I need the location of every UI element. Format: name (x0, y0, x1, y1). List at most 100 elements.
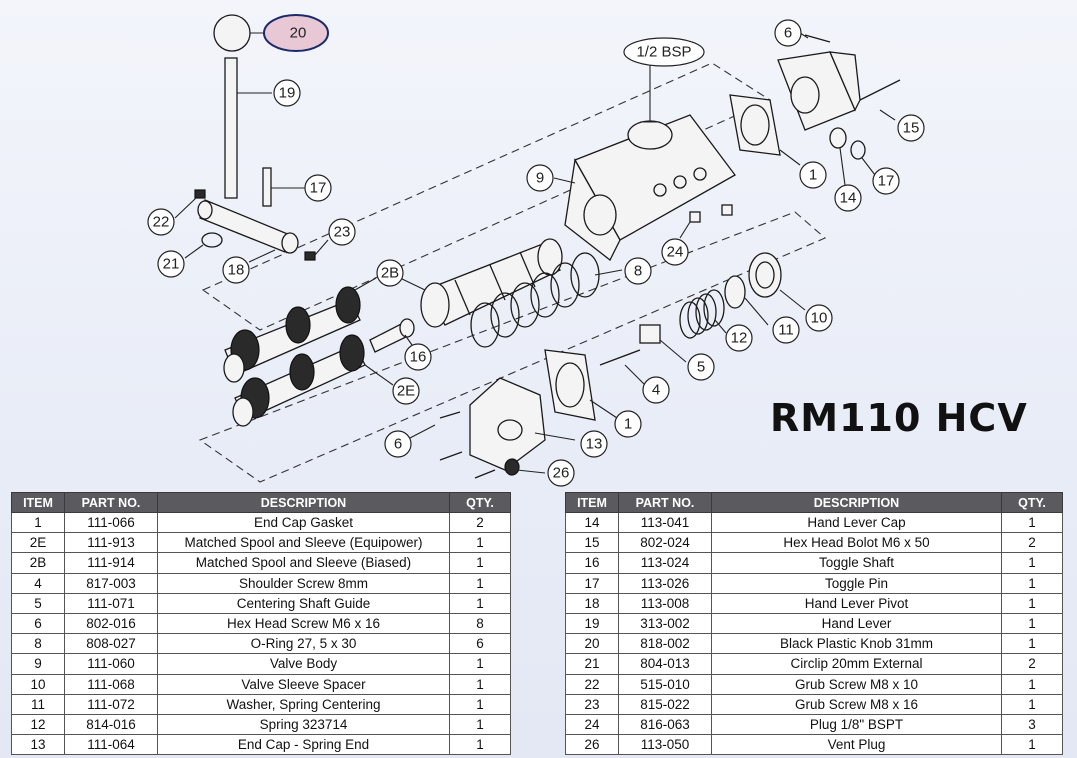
cell-qty: 1 (449, 552, 511, 574)
cell-qty: 1 (449, 572, 511, 594)
exploded-view-diagram: 20 19 17 22 23 21 18 2B 16 2E 6 13 26 1 … (147, 14, 925, 487)
cell-item: 6 (11, 612, 65, 635)
svg-text:2B: 2B (381, 265, 399, 282)
cell-part-no: 804-013 (618, 653, 712, 675)
cell-part-no: 802-016 (64, 612, 158, 635)
table-header-row: ITEM PART NO. DESCRIPTION QTY. (11, 492, 511, 513)
svg-text:8: 8 (634, 263, 642, 280)
svg-text:5: 5 (697, 359, 705, 376)
svg-text:2E: 2E (397, 383, 415, 400)
callout-20 (263, 14, 329, 52)
callout-20-label: 20 (290, 25, 307, 42)
svg-text:11: 11 (778, 322, 794, 339)
svg-text:21: 21 (163, 256, 180, 273)
hex-screws-part (439, 411, 496, 479)
svg-text:14: 14 (840, 190, 857, 207)
callout-4: 4 (642, 376, 670, 404)
svg-text:17: 17 (878, 173, 895, 190)
svg-text:6: 6 (784, 25, 792, 42)
cell-qty: 1 (449, 592, 511, 614)
cell-description: Centering Shaft Guide (157, 592, 450, 614)
cell-qty: 1 (1001, 673, 1063, 695)
cell-description: Toggle Shaft (711, 552, 1002, 574)
cell-description: Matched Spool and Sleeve (Equipower) (157, 532, 450, 554)
spring-part (679, 289, 725, 339)
cell-item: 2B (11, 552, 65, 574)
cell-part-no: 111-071 (64, 592, 158, 614)
cell-description: Valve Sleeve Spacer (157, 673, 450, 695)
cell-item: 23 (565, 693, 619, 715)
callout-12: 12 (725, 324, 753, 352)
svg-text:10: 10 (811, 310, 828, 327)
cell-qty: 3 (1001, 713, 1063, 736)
cell-qty: 1 (1001, 734, 1063, 756)
cell-qty: 1 (449, 653, 511, 675)
cell-item: 2E (11, 532, 65, 554)
cell-qty: 1 (449, 734, 511, 756)
vent-plug-part (504, 458, 520, 476)
header-part-no: PART NO. (64, 492, 158, 513)
cell-description: O-Ring 27, 5 x 30 (157, 633, 450, 655)
cell-part-no: 816-063 (618, 713, 712, 736)
cell-description: Toggle Pin (711, 572, 1002, 594)
svg-text:13: 13 (586, 436, 603, 453)
valve-body-part (564, 114, 736, 261)
header-item: ITEM (565, 492, 619, 513)
cell-part-no: 515-010 (618, 673, 712, 695)
callout-1-bottom: 1 (614, 410, 642, 438)
cell-qty: 1 (449, 673, 511, 695)
svg-text:15: 15 (903, 120, 920, 137)
cell-item: 17 (565, 572, 619, 594)
cell-item: 12 (11, 713, 65, 736)
header-description: DESCRIPTION (157, 492, 450, 513)
cell-part-no: 111-064 (64, 734, 158, 756)
callout-17-ring: 17 (872, 167, 900, 195)
cell-item: 18 (565, 592, 619, 614)
callout-24: 24 (661, 238, 689, 266)
spool-biased-part (223, 286, 361, 383)
cell-qty: 1 (1001, 633, 1063, 655)
header-part-no: PART NO. (618, 492, 712, 513)
cell-part-no: 113-041 (618, 511, 712, 534)
o-rings-part (470, 252, 600, 348)
cell-description: Hand Lever Pivot (711, 592, 1002, 614)
header-qty: QTY. (1001, 492, 1063, 513)
header-item: ITEM (11, 492, 65, 513)
plug-part-2 (721, 204, 733, 216)
shaft-guide-part (639, 324, 661, 344)
svg-text:23: 23 (334, 224, 351, 241)
cell-item: 11 (11, 693, 65, 715)
cell-part-no: 111-060 (64, 653, 158, 675)
cell-part-no: 814-016 (64, 713, 158, 736)
cell-part-no: 113-050 (618, 734, 712, 756)
cell-item: 10 (11, 673, 65, 695)
cell-part-no: 113-024 (618, 552, 712, 574)
svg-text:12: 12 (731, 330, 748, 347)
callout-8: 8 (624, 257, 652, 285)
cell-item: 8 (11, 633, 65, 655)
cell-item: 9 (11, 653, 65, 675)
svg-text:26: 26 (553, 465, 570, 482)
cell-description: Black Plastic Knob 31mm (711, 633, 1002, 655)
cell-description: Circlip 20mm External (711, 653, 1002, 675)
cell-part-no: 817-003 (64, 572, 158, 594)
cell-description: Hand Lever (711, 612, 1002, 635)
cell-qty: 2 (1001, 653, 1063, 675)
cell-description: Washer, Spring Centering (157, 693, 450, 715)
callout-17-pin: 17 (304, 174, 332, 202)
cell-item: 24 (565, 713, 619, 736)
cell-description: Hand Lever Cap (711, 511, 1002, 534)
cell-description: Valve Body (157, 653, 450, 675)
cell-description: Shoulder Screw 8mm (157, 572, 450, 594)
